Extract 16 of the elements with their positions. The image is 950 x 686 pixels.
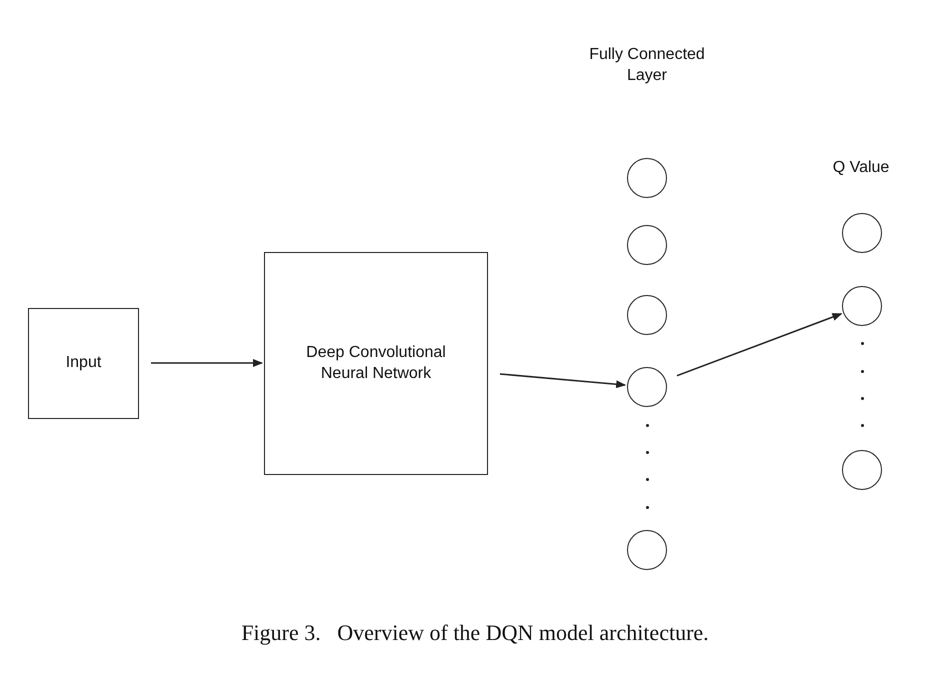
arrow [151, 359, 263, 367]
arrow [500, 373, 626, 388]
layer-heading: Fully Connected Layer [588, 45, 706, 86]
neuron-circle [627, 295, 667, 335]
neuron-circle [627, 530, 667, 570]
neuron-circle [627, 158, 667, 198]
neuron-circle [842, 213, 882, 253]
neuron-circle [842, 286, 882, 326]
neuron-circle [627, 367, 667, 407]
figure-caption: Figure 3. Overview of the DQN model architecture. [240, 620, 710, 646]
neuron-circle [627, 225, 667, 265]
neuron-circle [842, 450, 882, 490]
process-box: Input [28, 308, 139, 419]
layer-heading: Q Value [832, 158, 890, 178]
process-box: Deep Convolutional Neural Network [264, 252, 488, 475]
arrow [676, 313, 842, 376]
